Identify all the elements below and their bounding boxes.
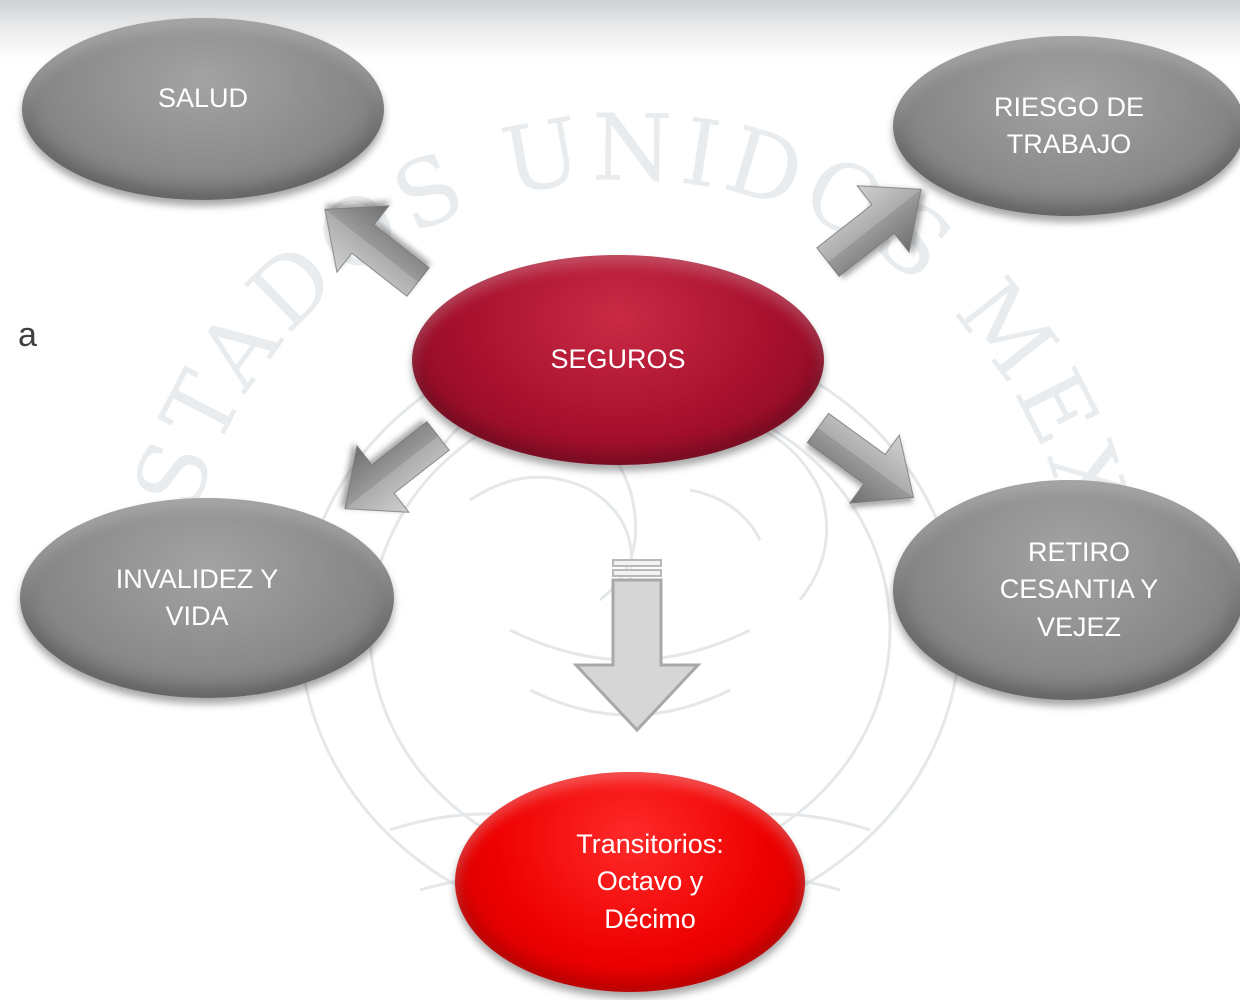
node-seguros: SEGUROS	[412, 255, 824, 465]
node-invalidez-y-vida: INVALIDEZ Y VIDA	[20, 498, 394, 698]
node-salud: SALUD	[22, 18, 384, 200]
stray-text-fragment: a	[18, 316, 37, 354]
node-transitorios: Transitorios: Octavo y Décimo	[455, 772, 805, 992]
node-retiro-cesantia-y-vejez: RETIRO CESANTIA Y VEJEZ	[893, 480, 1240, 700]
node-riesgo-de-trabajo: RIESGO DE TRABAJO	[893, 36, 1240, 216]
